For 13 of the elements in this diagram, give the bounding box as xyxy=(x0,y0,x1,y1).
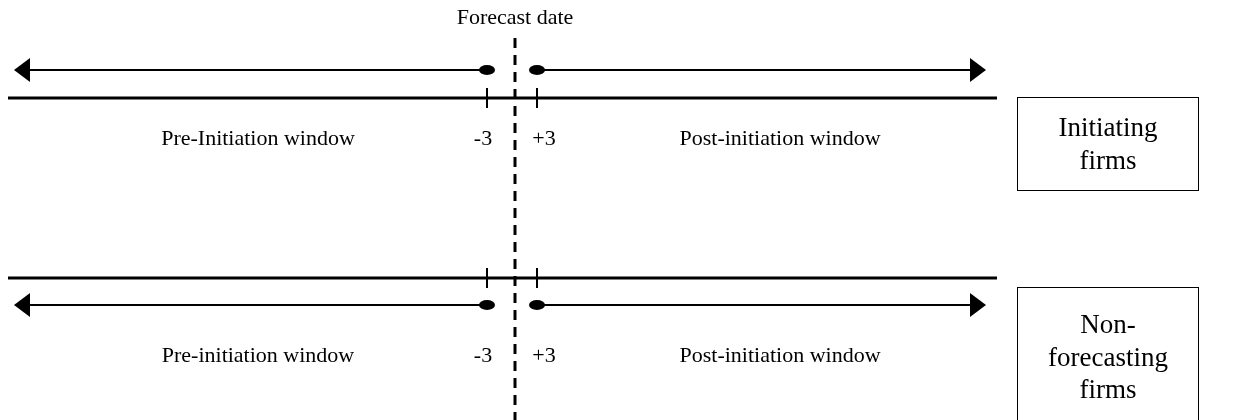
window-label: Pre-Initiation window xyxy=(161,127,355,149)
day-label: -3 xyxy=(473,127,493,149)
window-label: Post-initiation window xyxy=(679,344,881,366)
group-box xyxy=(1017,97,1199,191)
axis-label: Forecast date xyxy=(456,6,574,28)
group-label: Non-forecasting firms xyxy=(1047,307,1169,407)
group-label: Initiating firms xyxy=(1057,111,1159,177)
day-label: -3 xyxy=(473,344,493,366)
window-label: Post-initiation window xyxy=(679,127,881,149)
day-label: +3 xyxy=(532,127,556,149)
day-label: +3 xyxy=(532,344,556,366)
group-box xyxy=(1017,287,1199,420)
window-label: Pre-initiation window xyxy=(161,344,355,366)
